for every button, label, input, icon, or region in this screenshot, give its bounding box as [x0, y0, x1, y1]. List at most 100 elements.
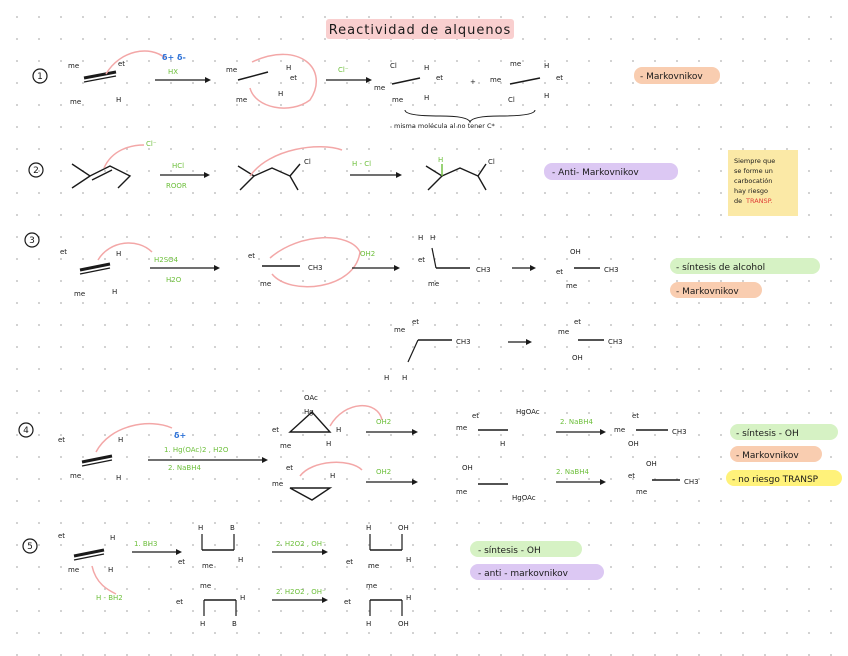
chem-label: me [636, 488, 647, 496]
chem-label: me [510, 60, 521, 68]
chem-label: H [116, 250, 121, 258]
chem-label: et [574, 318, 581, 326]
chem-label: me [428, 280, 439, 288]
chem-label: ROOR [166, 182, 187, 190]
alkene-double-bond [83, 70, 117, 80]
chem-label: hay riesgo [734, 187, 768, 195]
chem-label: OH [398, 524, 409, 532]
chem-label: et [472, 412, 479, 420]
chem-label: et [286, 464, 293, 472]
reagent-label: HX [168, 68, 178, 76]
chem-label: - Markovnikov [676, 287, 739, 297]
chem-label: me [202, 562, 213, 570]
chem-label: OH [570, 248, 581, 256]
section-3: 3 et me H H H2SO4 H2O et me CH3 OH2 H H … [24, 232, 820, 382]
chem-label: H [406, 594, 411, 602]
chem-label: - no riesgo TRANSP [732, 475, 819, 485]
chem-label: carbocatión [734, 177, 772, 185]
chem-label: H [384, 374, 389, 382]
chem-label: et [58, 532, 65, 540]
section-number-circle [32, 68, 48, 84]
chem-label: OH [628, 440, 639, 448]
title-highlight [326, 19, 514, 39]
chem-label: 2. NaBH4 [556, 468, 589, 476]
chem-label: me [70, 472, 81, 480]
chem-label: OH2 [376, 418, 391, 426]
chem-label: et [60, 248, 67, 256]
chem-label: B [232, 620, 237, 628]
substituent-me: me [70, 98, 81, 106]
chem-label: 2. NaBH4 [560, 418, 593, 426]
chem-label: et [346, 558, 353, 566]
partial-charge: δ+ [174, 431, 186, 440]
nucleophile-label: Cl⁻ [338, 66, 349, 74]
chem-label: et [344, 598, 351, 606]
chem-label: H [406, 556, 411, 564]
chem-label: H - BH2 [96, 594, 123, 602]
chem-label: et [176, 598, 183, 606]
chem-label: H [112, 288, 117, 296]
chem-label: OH [572, 354, 583, 362]
chem-label: se forme un [734, 167, 773, 175]
chem-label: H [424, 94, 429, 102]
chem-label: me [260, 280, 271, 288]
chem-label: H [438, 156, 443, 164]
chem-label: H [418, 234, 423, 242]
tag-markovnikov [670, 282, 762, 298]
chem-label: me [614, 426, 625, 434]
chem-label: 2. H2O2 , OH⁻ [276, 588, 326, 596]
chem-label: et [556, 268, 563, 276]
note-text: misma molécula al no tener C* [394, 122, 496, 130]
alkene-skeletal [71, 163, 132, 189]
chem-label: me [456, 488, 467, 496]
chem-label: Cl⁻ [146, 140, 157, 148]
substituent-et: et [118, 60, 125, 68]
chem-label: OH [462, 464, 473, 472]
chem-label: H [424, 64, 429, 72]
chem-label: et [628, 472, 635, 480]
chem-label: CH3 [456, 338, 471, 346]
chem-label: - Anti- Markovnikov [552, 168, 639, 178]
chem-label: H [110, 534, 115, 542]
chem-label: OH [646, 460, 657, 468]
chem-label: H [278, 90, 283, 98]
electron-arrow [249, 53, 317, 109]
chem-label: et [272, 426, 279, 434]
chem-label: Cl [390, 62, 397, 70]
chem-label: 2 [33, 166, 39, 176]
chem-label: - síntesis - OH [736, 429, 799, 439]
chem-label: H - Cl [352, 160, 371, 168]
chem-label: H2SO4 [154, 256, 179, 264]
chem-label: me [226, 66, 237, 74]
chem-label: 1. BH3 [134, 540, 157, 548]
chem-label: me [236, 96, 247, 104]
chem-label: OAc [304, 394, 318, 402]
chem-label: Siempre que [734, 157, 775, 165]
chem-label: HgOAc [512, 494, 536, 502]
chem-label: me [368, 562, 379, 570]
chem-label: et [632, 412, 639, 420]
chem-label: H [116, 474, 121, 482]
chem-label: H [544, 62, 549, 70]
chem-label: et [290, 74, 297, 82]
chem-label: Cl [488, 158, 495, 166]
section-4: 4 et me H H δ+ 1. Hg(OAc)2 , H2O 2. NaBH… [18, 394, 842, 502]
chem-label: OH2 [360, 250, 375, 258]
chem-label: 1. Hg(OAc)2 , H2O [164, 446, 229, 454]
reagent-label: HCl [172, 162, 184, 170]
chem-label: et [58, 436, 65, 444]
chem-label: me [68, 566, 79, 574]
chem-label: H [366, 620, 371, 628]
chem-label: et [178, 558, 185, 566]
chem-label: 5 [27, 542, 33, 552]
chem-label: et [556, 74, 563, 82]
electron-arrow [105, 50, 166, 75]
page-title: Reactividad de alquenos [329, 23, 512, 38]
tag-anti-markovnikov [544, 163, 678, 180]
mercurinium-ring [288, 411, 332, 433]
chem-label: CH3 [308, 264, 323, 272]
chem-label: CH3 [608, 338, 623, 346]
chem-label: H [330, 472, 335, 480]
